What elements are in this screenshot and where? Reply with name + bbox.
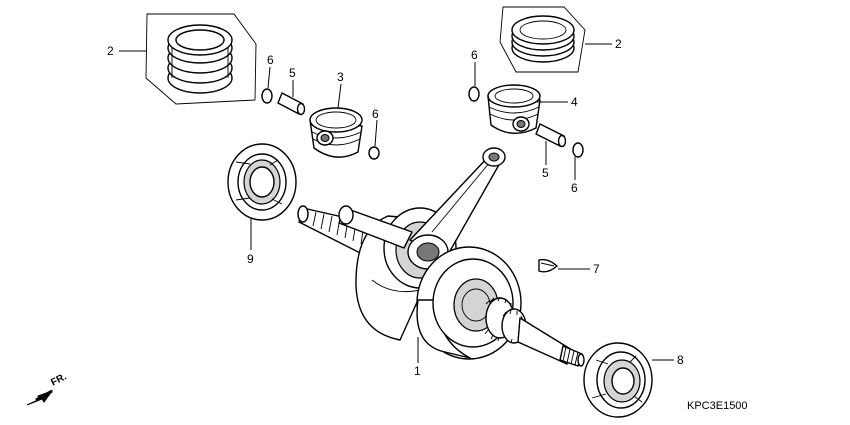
leader-lines <box>119 43 674 363</box>
crankshaft-assembly <box>297 147 585 367</box>
callout-1: 1 <box>414 364 421 378</box>
callout-7: 7 <box>593 262 600 276</box>
callout-6-right-upper: 6 <box>471 48 478 62</box>
woodruff-key <box>538 258 558 273</box>
callout-9: 9 <box>247 252 254 266</box>
pin-clip-left-upper <box>261 88 273 104</box>
piston-ring-set-right <box>499 6 586 73</box>
callout-3: 3 <box>337 70 344 84</box>
direction-label: FR. <box>49 371 69 388</box>
bearing-left <box>227 143 297 221</box>
callout-2-right: 2 <box>615 37 622 51</box>
piston-pin-right <box>535 123 567 148</box>
callout-4: 4 <box>571 95 578 109</box>
callout-numbers: 2 6 5 3 6 6 2 4 5 6 9 7 1 8 <box>107 37 684 378</box>
piston-pin-left <box>277 92 306 116</box>
pin-clip-right-lower <box>572 142 584 158</box>
callout-6-right-lower: 6 <box>571 181 578 195</box>
callout-6-left-upper: 6 <box>267 53 274 67</box>
callout-6-left-lower: 6 <box>372 107 379 121</box>
piston-ring-set-left <box>145 13 257 105</box>
callout-8: 8 <box>677 353 684 367</box>
callout-5-left: 5 <box>289 66 296 80</box>
callout-2-left: 2 <box>107 44 114 58</box>
piston-left <box>309 107 363 158</box>
callout-5-right: 5 <box>542 166 549 180</box>
pin-clip-right-upper <box>468 86 480 102</box>
piston-right <box>487 84 541 134</box>
pin-clip-left-lower <box>368 146 380 160</box>
bearing-right <box>583 342 653 418</box>
front-direction-arrow: FR. <box>26 371 69 406</box>
part-code: KPC3E1500 <box>687 400 748 412</box>
